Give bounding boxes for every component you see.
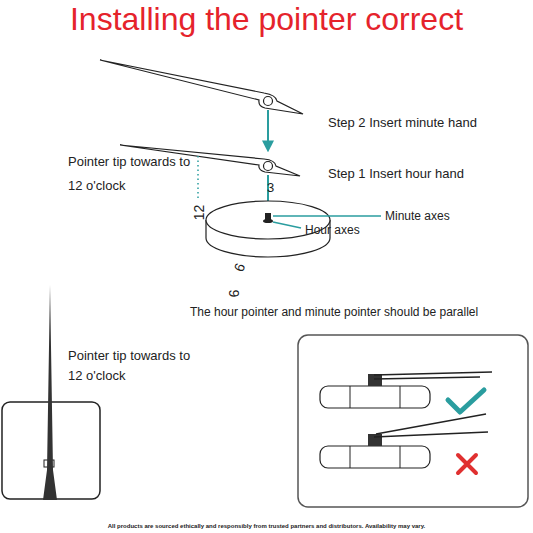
correct-side-view — [320, 372, 492, 412]
step-label: Step 2 Insert minute hand — [328, 115, 477, 131]
square-movement — [2, 285, 100, 500]
step-label: Step 1 Insert hour hand — [328, 166, 464, 182]
dial-number: 6 — [231, 260, 250, 273]
footnote: All products are sourced ethically and r… — [0, 523, 533, 530]
dial-number: 3 — [267, 180, 274, 196]
note-label: Pointer tip towards to 12 o'clock — [68, 150, 208, 198]
comparison-panel — [298, 335, 528, 507]
insert-arrow — [267, 110, 269, 150]
part-label: Minute axes — [385, 209, 450, 223]
dial-number: 12 — [191, 204, 208, 220]
minute-hand — [100, 60, 303, 114]
guide-line — [197, 156, 199, 199]
dial-number: 9 — [225, 289, 242, 297]
note-label: Pointer tip towards to 12 o'clock — [68, 346, 208, 386]
leader-line — [273, 222, 301, 228]
part-label: Hour axes — [305, 223, 360, 237]
wrong-side-view — [320, 414, 488, 473]
note-label: The hour pointer and minute pointer shou… — [190, 305, 478, 319]
title: Installing the pointer correct — [0, 0, 533, 38]
leader-line — [273, 215, 381, 217]
